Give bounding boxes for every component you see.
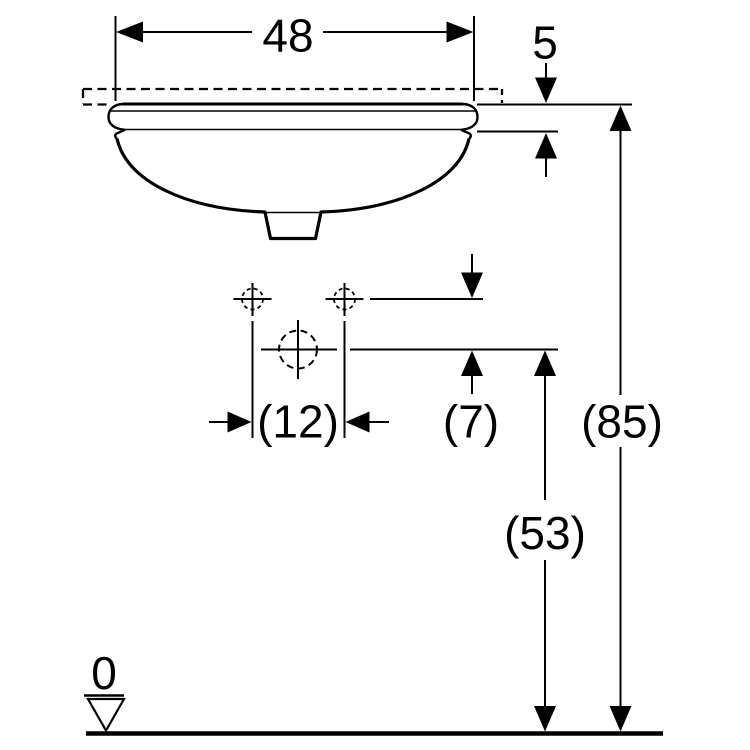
rim-above-floor-label: (85) <box>581 396 663 448</box>
arrowhead-up-icon <box>535 133 557 159</box>
rim-height-label: 5 <box>532 17 558 69</box>
arrowhead-right-icon <box>446 21 474 43</box>
arrowhead-down-icon <box>609 706 632 732</box>
dimension-rim-height: 5 <box>532 17 558 177</box>
bowl-and-drain-outline <box>115 138 471 241</box>
arrowhead-right-icon <box>227 411 252 433</box>
arrowhead-down-icon <box>535 77 557 103</box>
tap-hole-right-marker <box>325 283 364 316</box>
arrowhead-down-icon <box>461 272 483 298</box>
tap-hole-circle-icon <box>241 287 264 311</box>
tap-hole-spacing-label: (12) <box>257 396 339 448</box>
basin-width-label: 48 <box>262 10 313 62</box>
tap-hole-left-marker <box>233 283 272 316</box>
arrowhead-up-icon <box>534 350 556 376</box>
arrowhead-left-icon <box>345 411 370 433</box>
dimension-tap-hole-spacing: (12) <box>209 321 389 448</box>
rim-right-cap <box>460 102 479 140</box>
dimension-tap-to-drain: (7) <box>443 254 499 448</box>
arrowhead-up-icon <box>609 105 632 131</box>
arrowhead-left-icon <box>116 21 143 43</box>
dimension-drain-above-floor: (53) <box>504 350 586 732</box>
floor-level-label: 0 <box>91 647 117 699</box>
drain-connection-marker <box>261 320 558 379</box>
washbasin-outline <box>107 102 479 241</box>
zero-level-symbol: 0 <box>84 647 126 733</box>
tap-hole-circle-icon <box>333 287 356 311</box>
rim-left-cap <box>107 102 126 140</box>
arrowhead-up-icon <box>461 350 483 376</box>
tap-to-drain-label: (7) <box>443 396 499 448</box>
rim-reference-lines <box>477 103 632 133</box>
dimension-rim-above-floor: (85) <box>581 105 663 732</box>
dimension-basin-width: 48 <box>114 10 475 101</box>
drain-above-floor-label: (53) <box>504 507 586 559</box>
arrowhead-down-icon <box>534 706 556 732</box>
level-triangle-icon <box>86 697 126 733</box>
countertop-dashed-outline <box>81 87 504 106</box>
